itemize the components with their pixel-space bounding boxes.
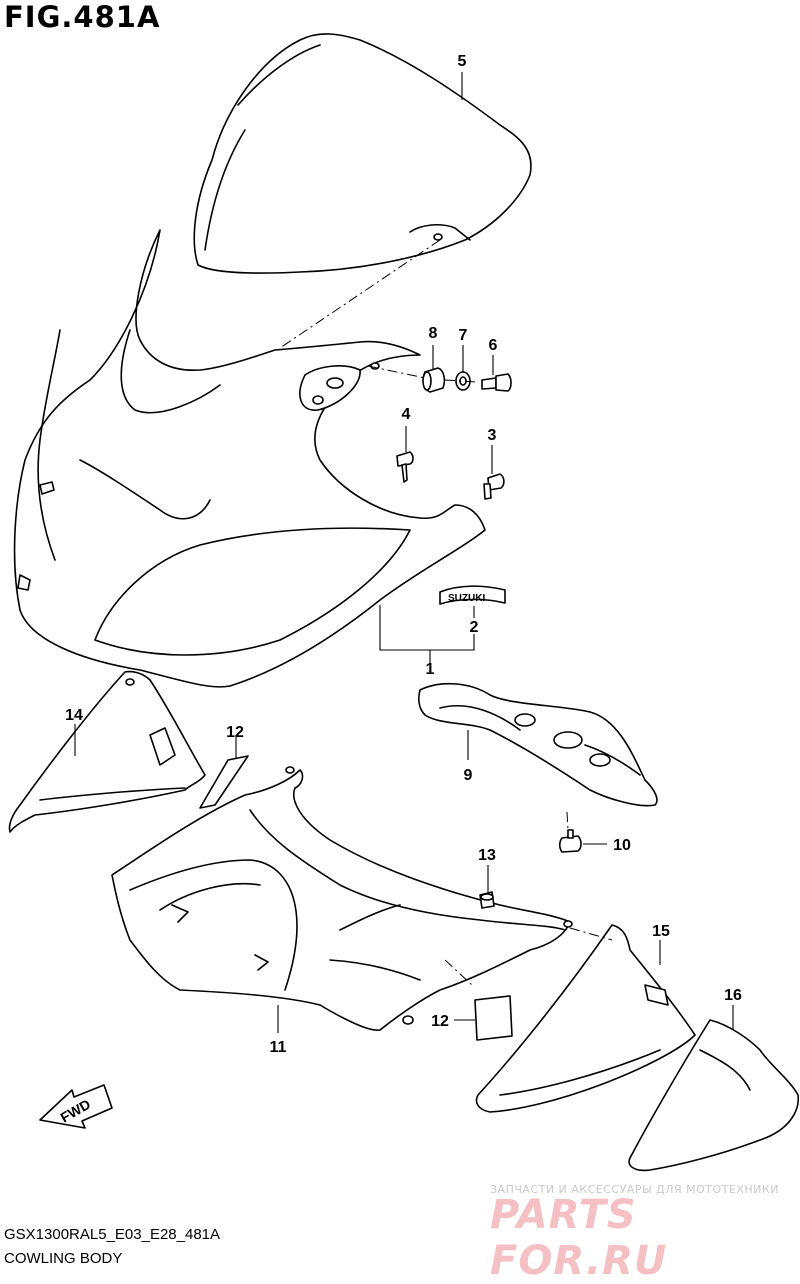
part-pad-lower[interactable] [474,995,513,1041]
part-bolt[interactable] [481,373,512,392]
emblem-text: SUZUKI [448,593,485,604]
figure-title: FIG.481A [4,0,161,34]
part-pad-upper[interactable] [199,755,249,809]
part-inner-duct[interactable] [418,682,658,807]
part-screw[interactable] [396,451,414,483]
figure-caption: COWLING BODY [4,1250,123,1267]
part-spacer[interactable] [422,367,446,393]
callout-12-lower: 12 [431,1013,449,1030]
callout-9: 9 [464,767,473,784]
model-code: GSX1300RAL5_E03_E28_481A [4,1226,221,1243]
part-left-trim[interactable] [8,670,206,833]
part-lower-cowling[interactable] [111,766,573,1031]
callout-16: 16 [724,987,742,1004]
part-cowling-body[interactable] [13,229,486,688]
callout-13: 13 [478,847,496,864]
part-bolt-short[interactable] [483,473,505,500]
callout-1: 1 [426,661,435,678]
fwd-arrow [39,1084,113,1129]
callout-7: 7 [459,327,468,344]
part-emblem[interactable]: SUZUKI [439,585,506,605]
part-screw-small[interactable] [558,829,582,853]
callout-6: 6 [489,337,498,354]
callout-15: 15 [652,923,670,940]
callout-8: 8 [429,325,438,342]
callout-labels: 1 2 3 4 5 6 7 8 9 10 11 12 12 13 14 15 1… [65,53,742,1056]
callout-12-upper: 12 [226,724,244,741]
part-clip[interactable] [479,891,495,909]
part-side-panel[interactable] [628,1019,800,1172]
callout-11: 11 [270,1039,287,1056]
leader-lines [74,72,734,1033]
callout-10: 10 [613,837,631,854]
callout-5: 5 [458,53,467,70]
watermark-subtitle: ЗАПЧАСТИ И АКСЕССУАРЫ ДЛЯ МОТОТЕХНИКИ [490,1183,779,1196]
callout-4: 4 [402,406,411,423]
watermark-logo: PARTS FOR.RU [490,1192,668,1284]
assembly-lines [279,239,613,986]
part-windscreen[interactable] [193,33,532,274]
callout-3: 3 [488,427,497,444]
callout-14: 14 [65,707,83,724]
part-right-trim[interactable] [475,924,696,1113]
callout-2: 2 [470,619,479,636]
